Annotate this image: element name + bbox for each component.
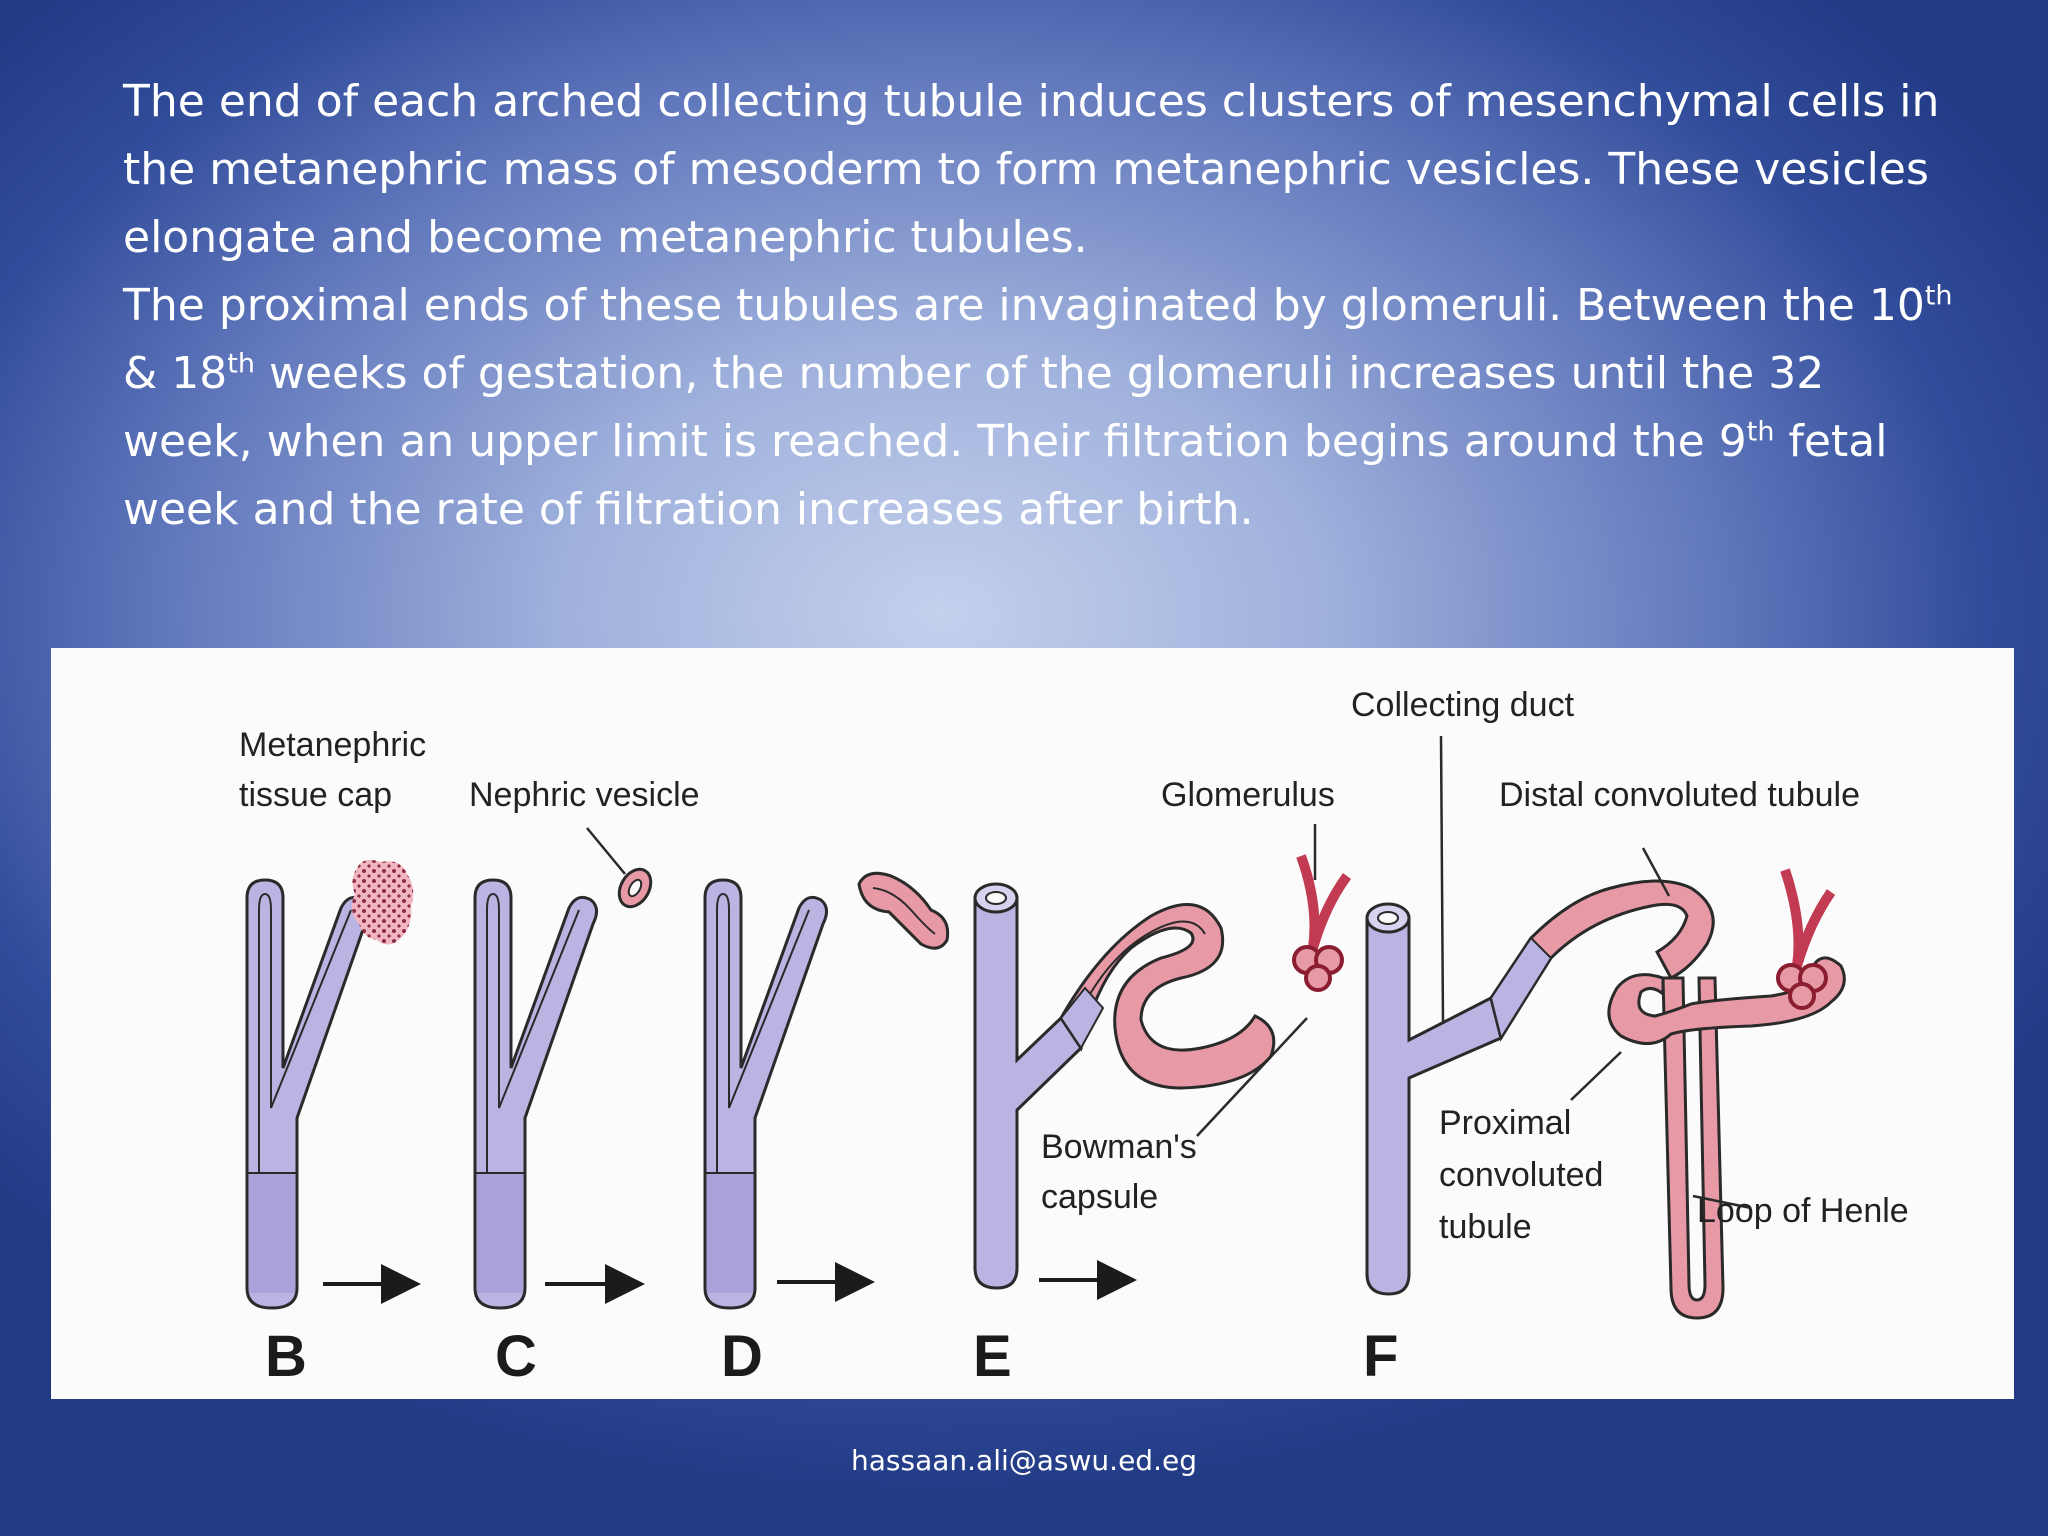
nephron-tubule-e [1059,902,1276,1090]
loop-of-henle [1661,976,1725,1320]
stage-label-f: F [1363,1324,1398,1389]
stage-label-d: D [721,1324,763,1389]
label-metanephric: Metanephric [239,726,426,764]
collecting-duct-e [973,896,1083,1290]
label-collecting-duct: Collecting duct [1351,686,1575,724]
label-loop-of-henle: Loop of Henle [1697,1192,1909,1230]
paragraph-2: The proximal ends of these tubules are i… [123,272,1963,544]
ordinal-suffix: th [1924,280,1953,312]
paragraph-2-part-2: & 18 [123,348,228,399]
stage-d-diagram: D [703,871,950,1389]
stage-f-diagram: F [1363,735,1846,1389]
footer-email: hassaan.ali@aswu.ed.eg [851,1444,1197,1477]
metanephric-tubule-d [857,871,950,950]
label-nephric-vesicle: Nephric vesicle [469,776,700,814]
glomerulus-f [1776,868,1836,1010]
label-tubule: tubule [1439,1208,1532,1246]
paragraph-1: The end of each arched collecting tubule… [123,76,1940,263]
proximal-convoluted-tubule [1607,956,1846,1045]
label-capsule: capsule [1041,1178,1158,1216]
nephron-development-figure: B C D [51,648,2014,1399]
label-bowmans: Bowman's [1041,1128,1197,1166]
glomerulus-e [1292,854,1352,992]
metanephric-tissue-cap [351,860,414,945]
label-glomerulus: Glomerulus [1161,776,1335,814]
label-distal-convoluted-tubule: Distal convoluted tubule [1499,776,1860,814]
stage-b-diagram: B [245,860,421,1389]
label-proximal: Proximal [1439,1104,1571,1142]
ordinal-suffix: th [1746,416,1775,448]
nephron-development-diagram: B C D [239,686,1909,1389]
paragraph-2-part-4: fetal week and the rate of filtration in… [123,416,1888,535]
slide-text: The end of each arched collecting tubule… [123,68,1963,544]
paragraph-2-part-1: The proximal ends of these tubules are i… [123,280,1925,331]
paragraph-2-part-3: weeks of gestation, the number of the gl… [123,348,1825,467]
stage-label-c: C [495,1324,537,1389]
stage-c-diagram: C [473,827,653,1389]
ordinal-suffix: th [227,348,255,380]
stage-label-e: E [973,1324,1012,1389]
stage-label-b: B [265,1324,307,1389]
label-convoluted: convoluted [1439,1156,1603,1194]
label-tissue-cap: tissue cap [239,776,392,814]
stage-e-diagram: E [973,824,1352,1389]
collecting-duct-f [1365,916,1503,1296]
